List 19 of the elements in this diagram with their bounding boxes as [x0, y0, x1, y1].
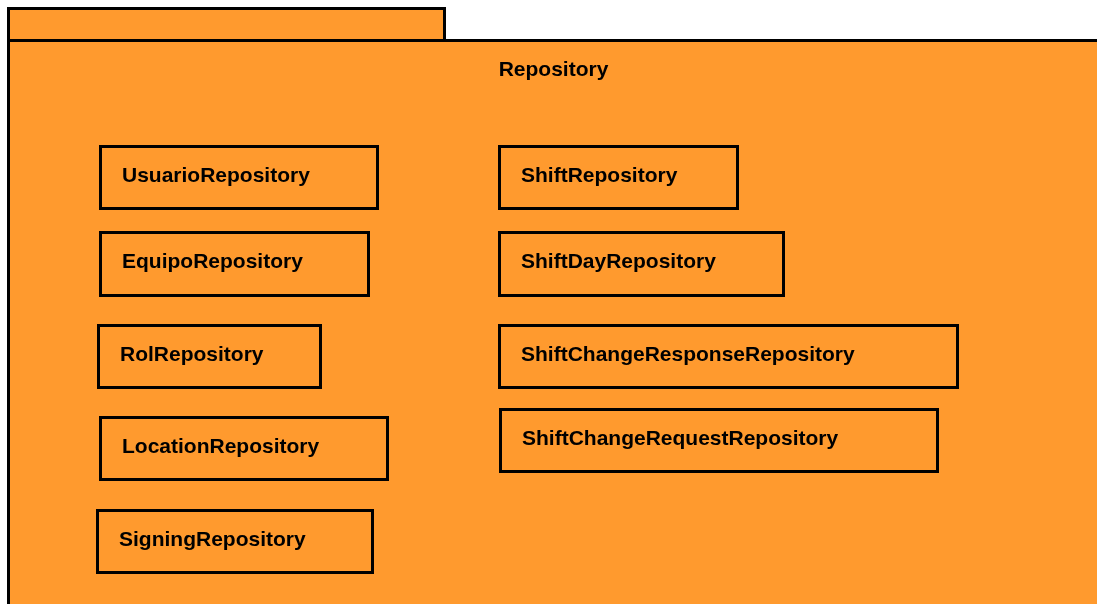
class-box: [99, 231, 370, 297]
class-box: [498, 231, 785, 297]
class-box: [498, 145, 739, 210]
class-box: [99, 145, 379, 210]
class-name: RolRepository: [120, 340, 264, 367]
class-box: [96, 509, 374, 574]
package-title: Repository: [498, 56, 609, 82]
class-name: LocationRepository: [122, 432, 320, 459]
class-box: [498, 324, 959, 389]
class-box: [99, 416, 389, 481]
class-name: ShiftChangeRequestRepository: [522, 424, 839, 451]
class-name: ShiftDayRepository: [521, 248, 716, 275]
class-name: ShiftRepository: [521, 161, 678, 188]
class-name: EquipoRepository: [122, 248, 303, 275]
class-name: UsuarioRepository: [122, 161, 310, 188]
class-name: ShiftChangeResponseRepository: [521, 340, 855, 367]
class-box: [499, 408, 939, 473]
class-name: SigningRepository: [119, 525, 306, 552]
class-box: [97, 324, 322, 389]
